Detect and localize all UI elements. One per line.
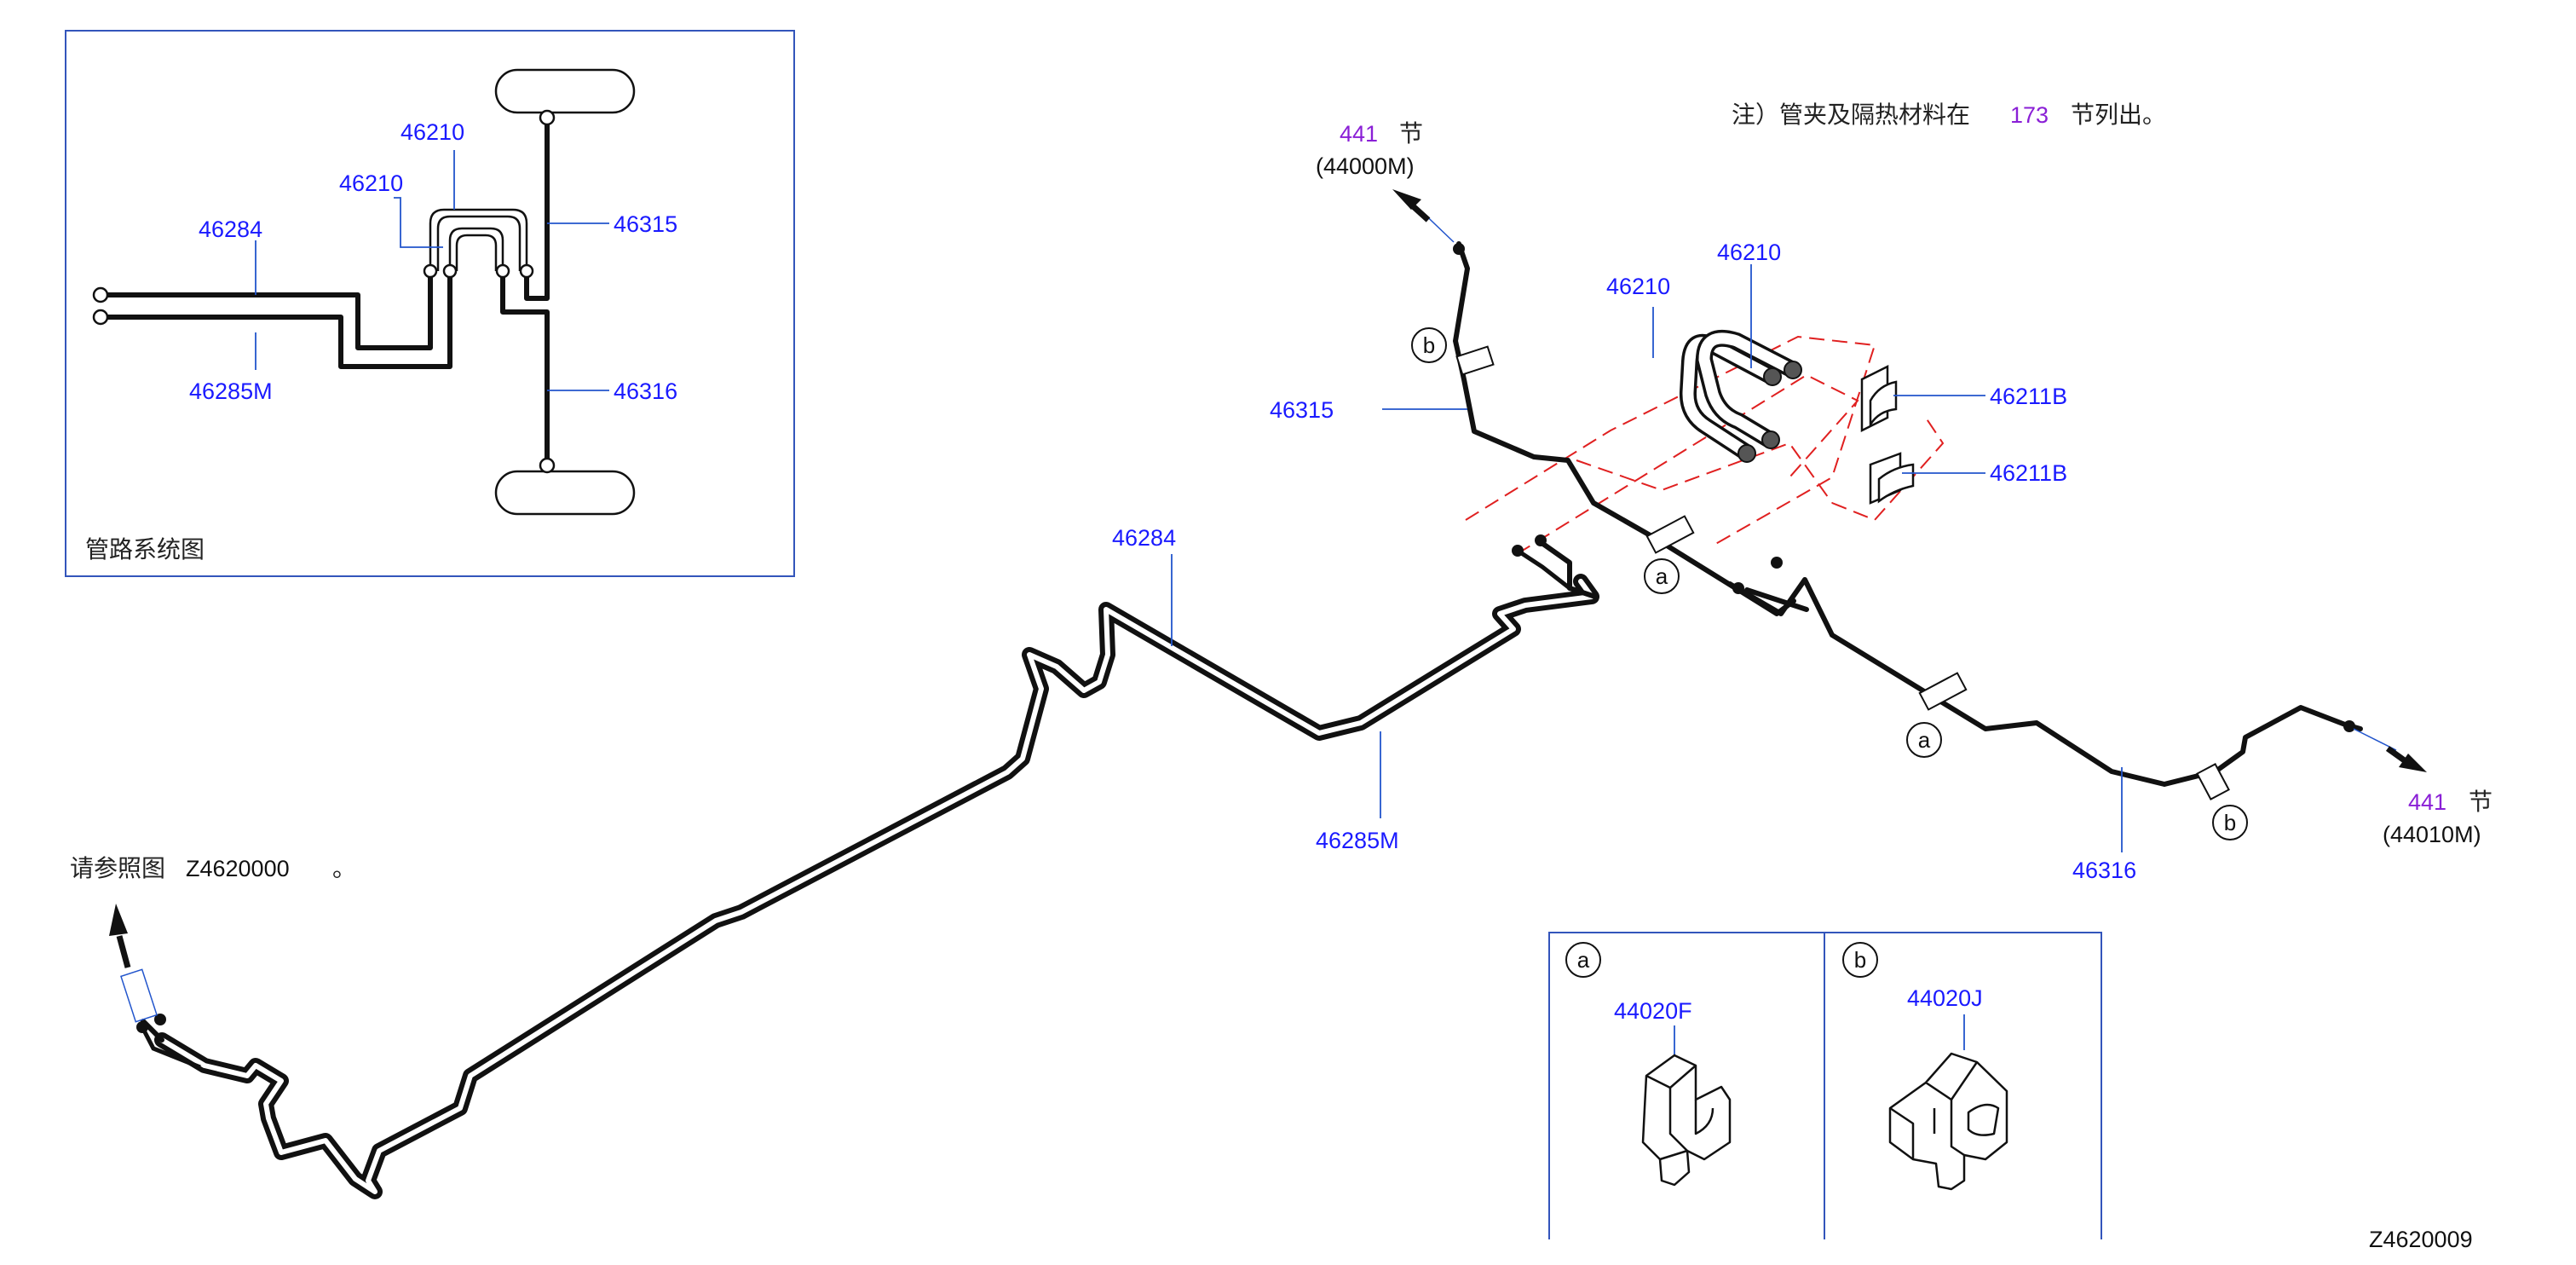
pipe-junction-left (1538, 540, 1598, 599)
inset-hose-46210-outer (429, 208, 528, 271)
note-suffix: 节列出。 (2071, 101, 2166, 128)
inset-label-46284: 46284 (199, 217, 262, 242)
see-figure-prefix: 请参照图 (70, 855, 165, 881)
front-ref-code: (44000M) (1316, 153, 1415, 179)
inset-pipe-46315 (524, 116, 550, 301)
rear-section-label: 节 (2469, 788, 2492, 815)
inset-end-fitting (92, 286, 109, 303)
clip-44020f-drawing (1641, 1054, 1732, 1187)
figure-id: Z4620009 (2369, 1227, 2473, 1252)
inset-label-46315: 46315 (614, 211, 677, 237)
inset-axle-fitting-front (539, 109, 556, 126)
table-part-44020f: 44020F (1614, 998, 1692, 1024)
pipe-fittings (136, 243, 2355, 1033)
pipe-46316 (1727, 577, 2348, 787)
clip-tag-a-1 (1645, 515, 1695, 554)
clip-detail-table: a b 44020F 44020J (1548, 932, 2102, 1239)
label-46211b-b: 46211B (1990, 460, 2067, 486)
see-figure-code[interactable]: Z4620000 (186, 856, 290, 881)
note-page-link[interactable]: 173 (2010, 102, 2049, 128)
inset-frame (65, 30, 795, 577)
label-46210-b: 46210 (1606, 274, 1670, 299)
pipe-46284-core (159, 579, 1594, 1194)
fitting-front (1453, 243, 1465, 255)
table-part-44020j: 44020J (1907, 985, 1983, 1011)
see-figure-reference: 请参照图 Z4620000 。 (70, 855, 356, 881)
front-connector-box (120, 968, 158, 1023)
marker-a-2: a (1918, 727, 1931, 753)
clip-tags (1455, 345, 2230, 800)
rear-reference: 441 节 (44010M) (2383, 788, 2492, 847)
fitting-junction-3 (1732, 582, 1744, 594)
inset-rear-axle (494, 470, 636, 516)
table-marker-a: a (1577, 947, 1590, 973)
inset-label-46316: 46316 (614, 378, 677, 404)
clip-tag-a-2 (1918, 672, 1968, 711)
inset-pipe-46284 (107, 271, 433, 350)
fitting-left-2 (154, 1014, 166, 1025)
inset-front-axle (494, 68, 636, 114)
label-46284: 46284 (1112, 525, 1176, 551)
table-marker-b: b (1854, 947, 1866, 973)
clip-markers: b a a b (1411, 327, 2248, 840)
inset-label-46285m: 46285M (189, 378, 273, 404)
clip-44020j-drawing (1888, 1052, 2008, 1191)
inset-label-46210-left: 46210 (339, 170, 403, 196)
pipe-junction-right (1744, 587, 1809, 612)
inset-pipe-46316 (500, 271, 550, 465)
label-46315: 46315 (1270, 397, 1334, 423)
inset-hose-46210-inner (448, 227, 504, 271)
main-pipes (141, 241, 2363, 1199)
front-page-link[interactable]: 441 (1340, 121, 1378, 147)
hose-46210-pair (1679, 329, 1798, 460)
fitting-junction-4 (1771, 557, 1783, 569)
marker-a-1: a (1656, 563, 1668, 589)
bracket-46211b-upper (1860, 364, 1898, 433)
hose-fittings (1738, 361, 1802, 463)
front-section-label: 节 (1399, 120, 1423, 147)
rear-page-link[interactable]: 441 (2408, 789, 2446, 815)
rear-ref-code: (44010M) (2383, 822, 2481, 847)
fitting-rear (2343, 720, 2355, 732)
inset-joint (423, 263, 438, 279)
piping-system-inset: 46210 46210 46284 46285M 46315 46316 管路系… (65, 30, 795, 577)
label-46285m: 46285M (1316, 828, 1399, 853)
fitting-junction-2 (1535, 534, 1547, 546)
inset-pipe-46285m (107, 271, 452, 369)
marker-b-front: b (1423, 332, 1435, 358)
arrow-to-master (109, 904, 128, 936)
note: 注）管夹及隔热材料在 173 节列出。 (1732, 101, 2166, 128)
front-reference: 441 节 (44000M) (1316, 120, 1423, 179)
label-46210-a: 46210 (1717, 240, 1781, 265)
note-prefix: 注）管夹及隔热材料在 (1732, 101, 1970, 128)
label-46316: 46316 (2072, 858, 2136, 883)
inset-caption: 管路系统图 (85, 536, 205, 563)
see-figure-suffix: 。 (332, 855, 356, 881)
part-callouts (1171, 264, 2123, 852)
inset-label-46210-top: 46210 (401, 119, 464, 145)
bracket-46211b-lower (1869, 452, 1915, 505)
inset-axle-fitting-rear (539, 457, 556, 474)
marker-b-rear: b (2224, 810, 2236, 835)
clip-tag-b-front (1455, 345, 1495, 376)
label-46211b-a: 46211B (1990, 384, 2067, 409)
pipe-46284-outer (154, 574, 1599, 1199)
clip-tag-b-rear (2196, 763, 2230, 800)
direction-arrows (109, 189, 2427, 1023)
